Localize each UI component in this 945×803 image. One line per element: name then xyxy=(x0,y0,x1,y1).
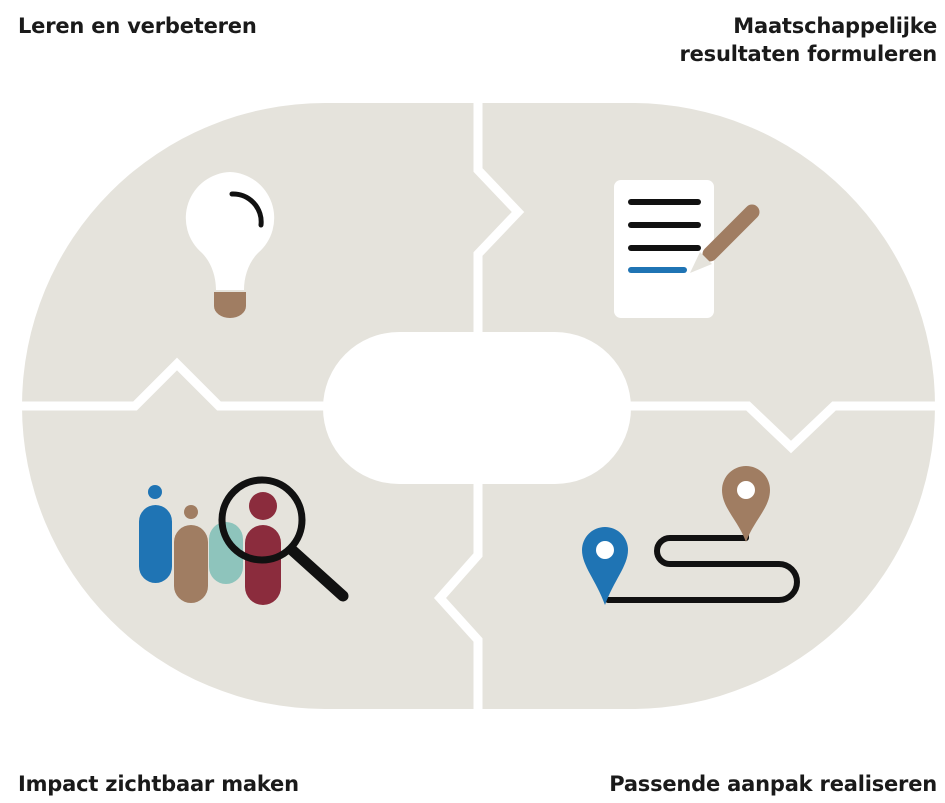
label-top-left: Leren en verbeteren xyxy=(18,14,257,38)
people-magnifier-icon xyxy=(139,476,349,605)
label-bottom-left: Impact zichtbaar maken xyxy=(18,772,299,796)
document-pen-icon xyxy=(614,180,760,318)
center-pill xyxy=(323,332,631,484)
label-bottom-right: Passende aanpak realiseren xyxy=(609,772,937,796)
route-map-pins-icon xyxy=(582,466,800,605)
label-top-right: Maatschappelijke resultaten formuleren xyxy=(679,14,937,66)
lightbulb-icon xyxy=(185,172,275,318)
puzzle-separators xyxy=(15,100,945,712)
